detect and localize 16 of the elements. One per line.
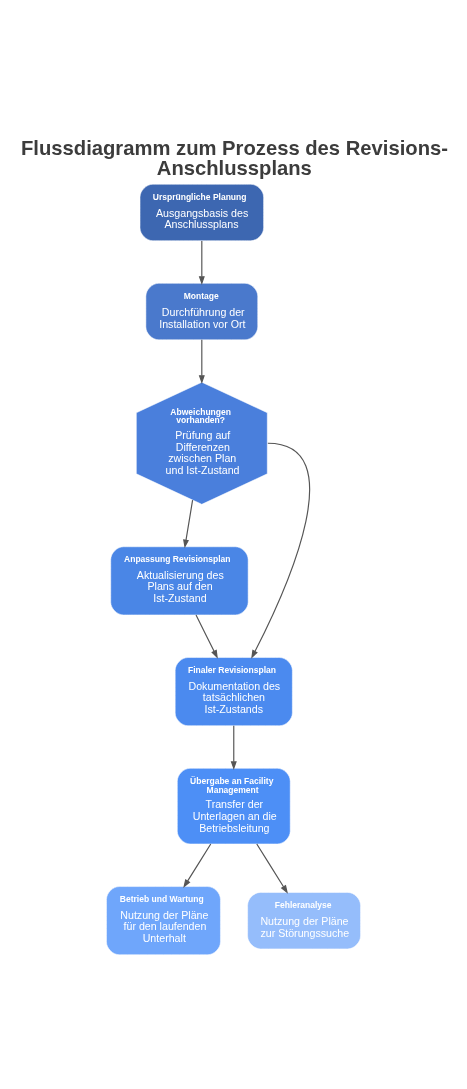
node-box: Finaler Revisionsplan Dokumentation des tatsächlichen Ist-Zustands: [174, 656, 293, 726]
diagram-title: Flussdiagramm zum Prozess des Revisions-Anschlussplans: [20, 136, 448, 179]
node-box: Übergabe an Facility Management Transfer der Unterlagen an die Betriebsleitung: [177, 767, 291, 844]
node-box: Fehleranalyse Nutzung der Pläne zur Störungssuche: [247, 891, 361, 949]
arrow: [251, 442, 310, 659]
arrow: [198, 338, 205, 384]
node-box: Betrieb und Wartung Nutzung der Pläne für den laufenden Unterhalt: [106, 885, 221, 955]
arrow: [198, 240, 205, 285]
arrow: [183, 499, 194, 548]
arrow: [183, 842, 212, 888]
arrow: [256, 842, 288, 894]
arrow: [195, 614, 218, 659]
node-box: Anpassung Revisionsplan Aktualisierung des Plans auf den Ist-Zustand: [110, 546, 249, 615]
node-box: Montage Durchführung der Installation vor Ort: [145, 282, 258, 340]
node-box: Ursprüngliche Planung Ausgangsbasis des Anschlussplans: [139, 183, 264, 241]
arrow: [230, 724, 237, 770]
